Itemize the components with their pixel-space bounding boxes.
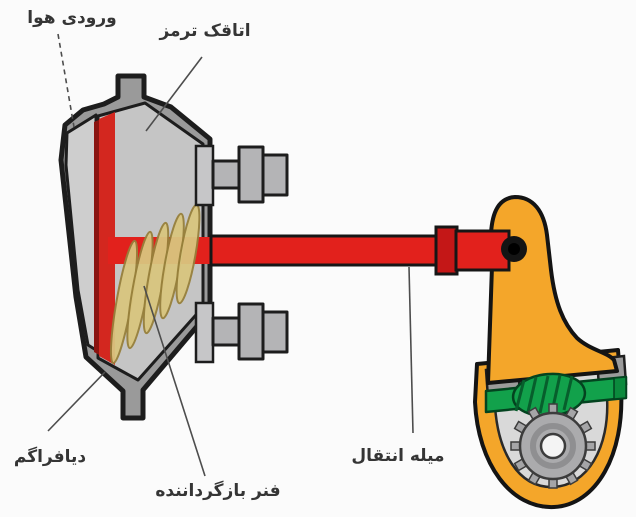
worm-gear [511,372,587,418]
leader-line-air-inlet [57,33,75,128]
label-brake-chamber: اتاقک ترمز [158,21,250,41]
label-return-spring: فنر بازگرداننده [155,480,280,501]
spur-gear [510,403,596,489]
slack-adjuster [473,195,628,510]
mounting-bolt-bottom [194,301,289,364]
push-rod-shaft [209,234,440,267]
diaphragm-strip [99,112,115,365]
label-transfer-rod: میله انتقال [351,446,444,466]
clevis-pin-hole [508,243,520,255]
leader-line-transfer-rod [408,266,414,434]
label-diaphragm: دیافراگم [14,446,87,467]
push-rod-collar [434,225,459,276]
mounting-bolt-top [194,144,289,207]
push-rod-end [454,229,511,272]
leader-line-diaphragm [47,371,106,432]
air-inlet-pocket [64,113,98,352]
label-air-inlet: ورودی هوا [27,8,116,28]
leader-line-return-spring [143,285,206,477]
leader-line-brake-chamber [145,56,203,132]
return-spring [109,203,201,365]
push-rod [209,225,511,276]
